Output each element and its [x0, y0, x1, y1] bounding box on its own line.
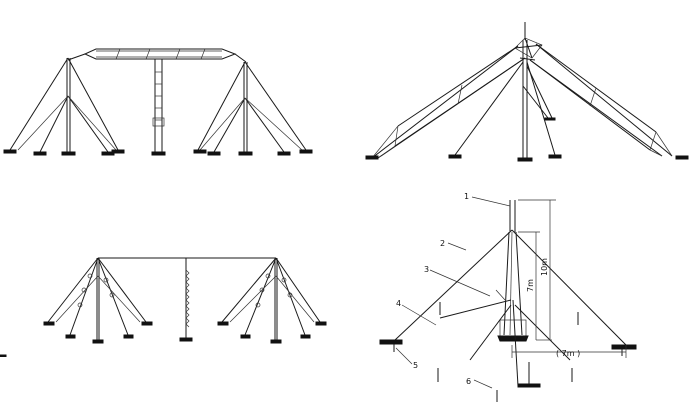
bottom-left-drawing: [0, 257, 327, 357]
dimension-vertical-short: 7m: [526, 279, 535, 292]
callout-1: 1: [464, 192, 469, 201]
callout-5: 5: [413, 361, 418, 370]
callout-3: 3: [424, 265, 429, 274]
dimension-vertical-long: 10m: [540, 258, 549, 276]
callout-4: 4: [396, 299, 401, 308]
dimension-horizontal: ( 7m ): [556, 349, 580, 358]
cage-antenna: [83, 48, 237, 60]
top-right-drawing: [365, 22, 689, 162]
callout-6: 6: [466, 377, 471, 386]
top-left-drawing: [3, 48, 313, 156]
bottom-right-drawing: [379, 196, 637, 402]
callout-2: 2: [440, 239, 445, 248]
